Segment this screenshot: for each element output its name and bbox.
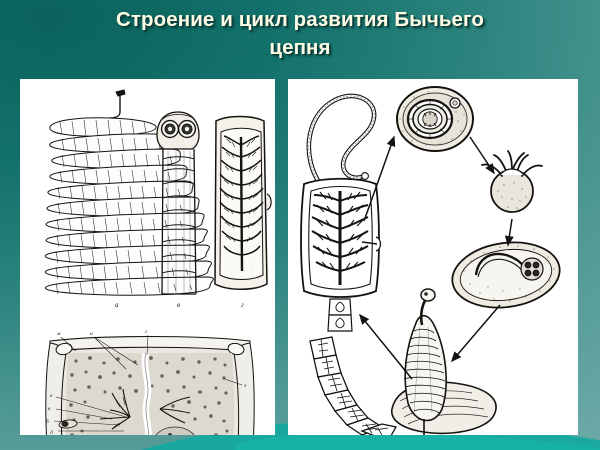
stage-detached-proglottid-chain-upper [327, 298, 353, 332]
stage-hexacanth-larva [481, 150, 543, 213]
page-title-line1: Строение и цикл развития Бычьего [115, 8, 485, 31]
callout-label: е [50, 393, 53, 399]
figure-mature-proglottid-anatomy: м и г з е в б д 1 10 3 4 5 7 10 [45, 329, 255, 435]
stage-cysticercus-evaginated-in-intestine [391, 288, 497, 435]
figure-gravid-proglottid [214, 115, 272, 290]
structure-image-panel: а [20, 79, 275, 435]
figure-scolex-head [156, 111, 200, 295]
arrow-segment-to-egg [363, 135, 396, 222]
stage-cysticercus-in-muscle [451, 241, 561, 309]
page-title-line2: цепня [269, 36, 331, 59]
lifecycle-illustration [288, 79, 578, 435]
arrow-cysticercus-to-intestine [451, 304, 501, 363]
callout-label: г [145, 329, 147, 335]
figure-label-v: в [177, 301, 180, 309]
callout-label: в [48, 406, 51, 412]
lifecycle-arrows [359, 135, 514, 380]
arrow-larva-to-cysticercus [504, 218, 514, 247]
callout-label: и [90, 331, 93, 337]
stage-detached-proglottid-chain [309, 336, 398, 435]
callout-label: м [56, 331, 61, 337]
figure-label-g: г [241, 301, 244, 309]
callout-label: б [46, 418, 49, 425]
callout-label: д [50, 429, 53, 435]
arrow-intestine-to-adult [359, 313, 413, 380]
stage-gravid-segment-with-uterus [300, 177, 382, 298]
figure-whole-tapeworm-body [44, 89, 214, 296]
arrow-egg-to-larva [469, 136, 495, 175]
figure-label-a: а [115, 301, 119, 309]
lifecycle-image-panel [288, 79, 578, 435]
stage-adult-worm-in-human [306, 93, 377, 187]
structure-illustration: а [20, 79, 275, 435]
callout-label: з [243, 383, 246, 389]
stage-egg-with-oncosphere [396, 86, 474, 152]
page-title: Строение и цикл развития Бычьего цепня [0, 6, 600, 62]
